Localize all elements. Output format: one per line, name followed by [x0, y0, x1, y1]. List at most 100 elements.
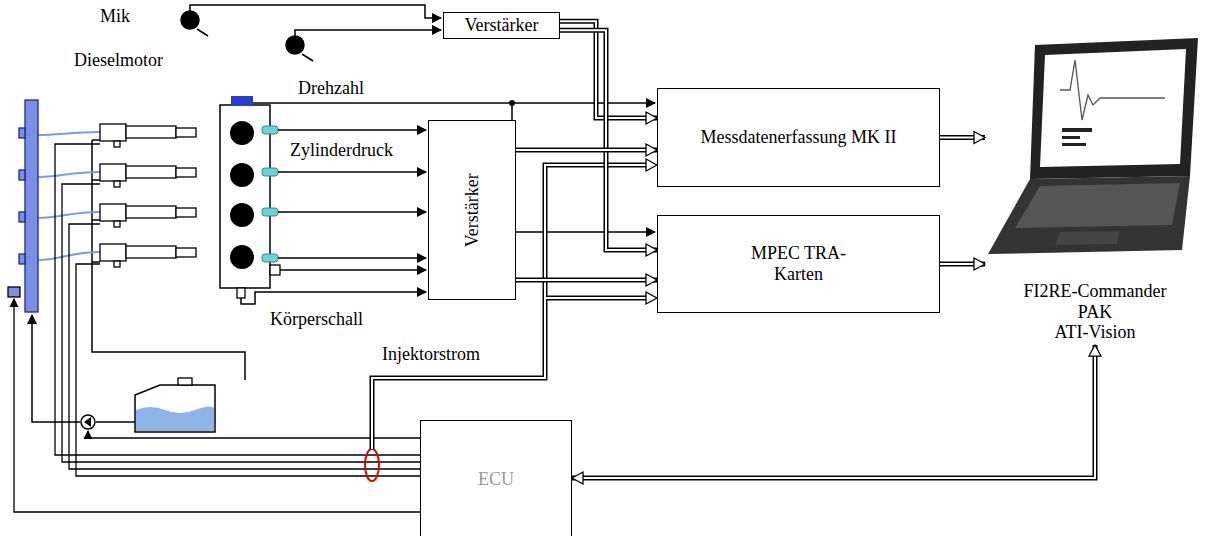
connector-outline	[516, 148, 657, 153]
process-box: MPEC TRA-Karten	[657, 215, 940, 313]
engine-block	[231, 96, 253, 106]
connector-outline	[516, 278, 657, 283]
sensor-wire	[280, 269, 426, 271]
arrow-head	[646, 274, 657, 286]
injector	[114, 141, 120, 147]
injector	[126, 246, 176, 258]
double-line-arrow	[572, 345, 1101, 484]
connector-core	[516, 279, 657, 281]
node-text: ATI-Vision	[1055, 322, 1136, 343]
connector-outline	[572, 345, 1095, 478]
computer-node: FI2RE-CommanderPAKATI-Vision	[985, 36, 1205, 345]
signal-wire	[190, 5, 441, 18]
common-rail	[19, 212, 25, 222]
signal-wire	[295, 30, 441, 36]
arrow-head	[974, 132, 985, 144]
arrow-head	[974, 258, 985, 270]
signal-wire	[190, 5, 441, 36]
double-line-arrow	[516, 274, 657, 286]
microphone-symbol	[181, 11, 199, 29]
engine-block	[220, 96, 280, 298]
engine-block	[270, 265, 280, 275]
common-rail	[19, 254, 25, 264]
fuel-pump	[81, 415, 95, 429]
injector	[176, 168, 196, 177]
injector	[126, 166, 176, 178]
common-rail	[19, 170, 25, 180]
laptop-icon	[988, 38, 1198, 254]
engine-block	[230, 203, 254, 227]
arrow-head	[646, 244, 657, 256]
amplifier-box: Verstärker	[428, 120, 516, 300]
fuel-line	[92, 179, 100, 181]
engine-block	[262, 208, 278, 216]
amplifier-box: Verstärker	[443, 12, 560, 39]
common-rail	[25, 100, 38, 312]
injector-current-line	[646, 159, 657, 171]
laptop-icon	[1040, 49, 1186, 167]
fuel-line	[32, 140, 245, 422]
signal-label: Injektorstrom	[380, 344, 482, 365]
junction-dot	[509, 100, 515, 106]
fuel-tank	[135, 385, 215, 432]
signal-label: Körperschall	[268, 309, 365, 330]
laptop-icon	[988, 176, 1190, 254]
high-pressure-line	[38, 212, 100, 218]
laptop-icon	[1030, 38, 1198, 179]
engine-block	[230, 121, 254, 145]
sensor-wire	[278, 257, 426, 259]
double-line-arrow	[516, 144, 657, 156]
ecu-box: ECU	[420, 420, 572, 536]
high-pressure-line	[38, 132, 100, 135]
injector-current-line	[545, 297, 647, 299]
sensor-wire	[278, 171, 426, 173]
arrow-head	[1089, 345, 1101, 356]
ecu-wire	[14, 144, 420, 512]
process-box: Messdatenerfassung MK II	[657, 88, 940, 187]
signal-label: Dieselmotor	[72, 50, 165, 71]
microphone-symbol	[197, 29, 208, 36]
fuel-line	[92, 219, 100, 221]
injector	[176, 128, 196, 137]
sensor-wire	[278, 129, 426, 131]
ecu-wire	[76, 264, 420, 476]
double-line-arrow	[940, 132, 985, 144]
engine-block	[230, 163, 254, 187]
node-text: PAK	[1078, 302, 1112, 323]
node-text: Verstärker	[462, 173, 483, 247]
connector-outline	[560, 30, 657, 250]
node-text: Verstärker	[465, 15, 539, 36]
double-line-arrow	[940, 258, 985, 270]
microphone-symbol	[286, 36, 304, 54]
laptop-icon	[1015, 183, 1180, 228]
laptop-icon	[1055, 231, 1120, 245]
engine-block	[230, 121, 254, 269]
laptop-icon	[1062, 143, 1086, 146]
microphone-symbol	[181, 11, 313, 61]
current-clamp	[365, 449, 379, 481]
signal-label: Zylinderdruck	[288, 140, 395, 161]
injector	[176, 208, 196, 217]
common-rail	[8, 100, 38, 312]
connector-core	[560, 30, 657, 250]
arrow-head	[646, 144, 657, 156]
injector	[100, 124, 196, 267]
laptop-icon	[1062, 128, 1092, 132]
injector-current-line	[646, 292, 657, 304]
arrow-head	[572, 472, 583, 484]
injector	[100, 124, 126, 141]
sensor-wire	[241, 292, 426, 304]
injector	[114, 221, 120, 227]
common-rail	[8, 287, 20, 297]
ecu-wire	[14, 299, 420, 512]
injector	[126, 206, 176, 218]
ecu-wire	[62, 184, 420, 462]
high-pressure-line	[38, 172, 100, 177]
sensor-wire	[278, 211, 426, 213]
fuel-pump	[84, 417, 91, 427]
fuel-line	[92, 261, 100, 263]
fuel-line	[32, 315, 80, 422]
